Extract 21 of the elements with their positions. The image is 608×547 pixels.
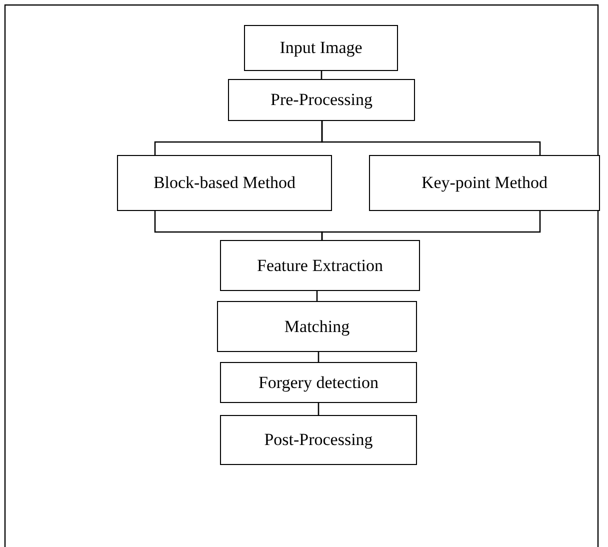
step-label: Input Image: [280, 38, 362, 58]
connector-line: [318, 352, 320, 362]
process-box: [217, 301, 417, 352]
step-label: Forgery detection: [258, 372, 379, 392]
connector-line: [321, 211, 541, 240]
connector-line: [321, 121, 541, 155]
process-box: [244, 25, 398, 71]
process-box: [220, 415, 417, 465]
process-box: [228, 79, 415, 121]
step-label: Post-Processing: [264, 430, 373, 450]
step-label: Key-point Method: [421, 173, 548, 193]
connector-line: [316, 291, 318, 301]
step-label: Block-based Method: [153, 173, 296, 193]
step-label: Feature Extraction: [256, 256, 384, 276]
step-label: Pre-Processing: [270, 90, 372, 110]
process-box: [220, 362, 417, 403]
process-box: [369, 155, 600, 211]
process-box: [117, 155, 332, 211]
connector-line: [318, 403, 320, 415]
step-label: Matching: [284, 316, 350, 336]
process-box: [220, 240, 420, 291]
